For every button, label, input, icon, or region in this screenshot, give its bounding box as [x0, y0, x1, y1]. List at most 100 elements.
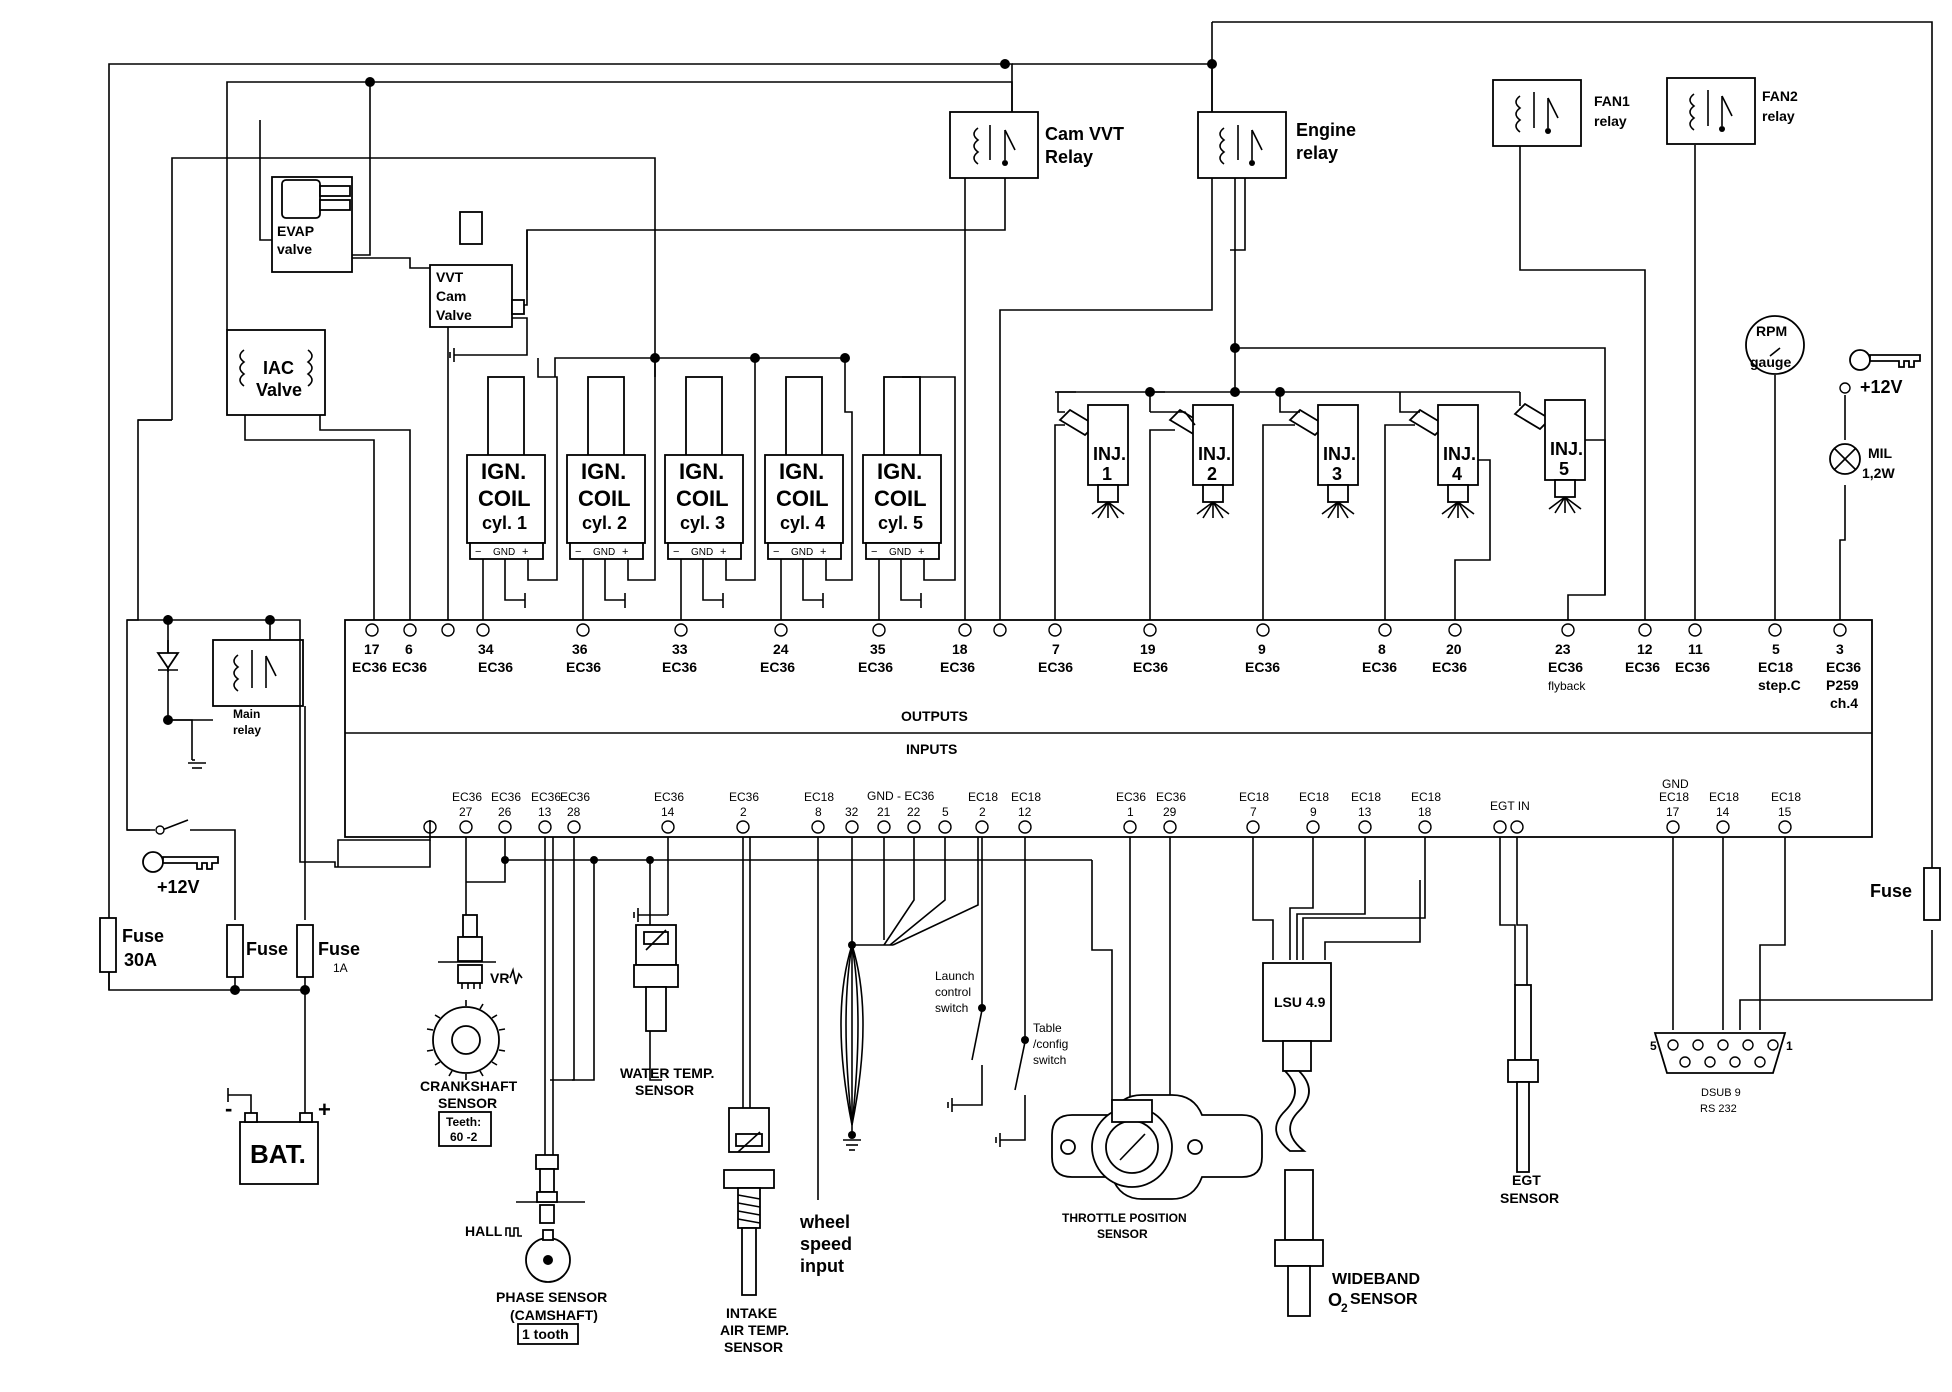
wideband-label-1: WIDEBAND	[1332, 1271, 1420, 1288]
injector-3: INJ. 3	[1262, 392, 1359, 622]
input-pin-connector: EC36	[491, 790, 521, 804]
injector-5: INJ. 5	[1513, 392, 1606, 622]
output-pin-23	[1561, 623, 1575, 637]
input-pin	[1123, 820, 1137, 834]
injector-2: INJ. 2	[1149, 391, 1234, 622]
input-pin-connector: EC18	[1771, 790, 1801, 804]
fuse-1a-label-2: 1A	[333, 961, 348, 975]
coil-5-l2: COIL	[874, 486, 927, 511]
wideband-label-3: SENSOR	[1350, 1291, 1418, 1308]
output-pin-connector: EC36	[392, 659, 427, 675]
input-pin	[1493, 820, 1507, 834]
output-pin-note: P259	[1826, 677, 1859, 693]
input-pin-number: 12	[1018, 805, 1032, 819]
input-pin-number: 7	[1250, 805, 1257, 819]
output-pin-17	[365, 623, 379, 637]
phase-sensor: HALL PHASE SENSOR (CAMSHAFT) 1 tooth	[465, 1154, 607, 1345]
input-pin-connector: EC36	[560, 790, 590, 804]
input-pin	[498, 820, 512, 834]
table-label-3: switch	[1033, 1053, 1066, 1067]
input-pin	[459, 820, 473, 834]
coil-2-l2: COIL	[578, 486, 631, 511]
input-pin	[907, 820, 921, 834]
inj-4-l1: INJ.	[1443, 444, 1476, 464]
twisted-pair	[840, 941, 864, 1151]
output-pin-connector: EC36	[1133, 659, 1168, 675]
battery-minus: -	[225, 1096, 232, 1121]
input-pin-number: 18	[1418, 805, 1432, 819]
input-pin	[1778, 820, 1792, 834]
input-pin	[1018, 820, 1032, 834]
water-temp-label-2: SENSOR	[635, 1082, 694, 1098]
coil-1-minus: −	[475, 546, 481, 558]
dsub-pin1: 1	[1786, 1039, 1793, 1053]
throttle-position-sensor: THROTTLE POSITION SENSOR	[1051, 1094, 1263, 1241]
inj-1-l1: INJ.	[1093, 444, 1126, 464]
input-pin	[736, 820, 750, 834]
output-pin-number: 17	[364, 641, 380, 657]
top-junctions	[365, 59, 1285, 397]
input-pin	[877, 820, 891, 834]
input-pin	[661, 820, 675, 834]
input-pin	[811, 820, 825, 834]
output-pin-number: 19	[1140, 641, 1156, 657]
output-pin-number: 33	[672, 641, 688, 657]
fuses: Fuse 30A Fuse Fuse 1A Fuse	[99, 867, 1941, 1115]
vr-label: VR	[490, 970, 509, 986]
output-pin-5	[1768, 623, 1782, 637]
output-pin-34	[476, 623, 490, 637]
crank-teeth-1: Teeth:	[446, 1115, 481, 1129]
input-pin-connector: EC18	[1411, 790, 1441, 804]
output-pin-note: flyback	[1548, 679, 1586, 693]
output-pin-18	[958, 623, 972, 637]
crank-label-1: CRANKSHAFT	[420, 1078, 518, 1094]
input-pin-connector: EC18	[1351, 790, 1381, 804]
input-pin-number: 22	[907, 805, 921, 819]
input-pin	[538, 820, 552, 834]
wheel-label-2: speed	[800, 1234, 852, 1254]
coil-1-l3: cyl. 1	[482, 513, 527, 533]
egt-in-label: EGT IN	[1490, 799, 1530, 813]
injector-1: INJ. 1	[1054, 391, 1129, 622]
wheel-label-3: input	[800, 1256, 844, 1276]
mil-lamp: MIL 1,2W	[1829, 443, 1895, 481]
inj-5-l2: 5	[1559, 459, 1569, 479]
phase-label-2: (CAMSHAFT)	[510, 1307, 598, 1323]
fuse-right-label: Fuse	[1870, 881, 1912, 901]
input-pin-connector: EC36	[452, 790, 482, 804]
power-section	[126, 419, 431, 920]
iat-label-1: INTAKE	[726, 1305, 777, 1321]
phase-label-1: PHASE SENSOR	[496, 1289, 607, 1305]
main-relay: Main relay	[212, 639, 304, 737]
battery-label: BAT.	[250, 1139, 306, 1169]
input-pin-number: 17	[1666, 805, 1680, 819]
input-pin	[1358, 820, 1372, 834]
coil-3-gnd: GND	[691, 547, 713, 558]
dsub9-connector: 5 1 DSUB 9 RS 232	[1650, 1032, 1793, 1115]
input-pin-number: 8	[815, 805, 822, 819]
input-pin-connector: EC36	[531, 790, 561, 804]
output-pin-number: 20	[1446, 641, 1462, 657]
egt-label-2: SENSOR	[1500, 1190, 1559, 1206]
evap-label-2: valve	[277, 241, 312, 257]
cam-vvt-relay-label-1: Cam VVT	[1045, 124, 1124, 144]
wideband-label-o: O	[1328, 1290, 1342, 1310]
coil-4-l3: cyl. 4	[780, 513, 825, 533]
rpm-label-2: gauge	[1750, 354, 1791, 370]
table-label-2: /config	[1033, 1037, 1068, 1051]
input-pin-connector: EC36	[1156, 790, 1186, 804]
fan1-relay: FAN1 relay	[1492, 79, 1630, 147]
cam-vvt-relay-label-2: Relay	[1045, 147, 1093, 167]
ignition-coils: IGN. COIL cyl. 1 − GND + IGN. COIL cyl. …	[466, 357, 956, 622]
phase-tooth: 1 tooth	[522, 1326, 569, 1342]
input-pin-number: 2	[979, 805, 986, 819]
engine-relay: Engine relay	[1197, 111, 1356, 179]
coil-4-plus: +	[820, 546, 826, 558]
top-wiring	[108, 21, 1933, 1001]
output-pin-8	[1378, 623, 1392, 637]
input-pin-number: 2	[740, 805, 747, 819]
coil-4-gnd: GND	[791, 547, 813, 558]
dsub-gnd-label: GND	[1662, 777, 1689, 791]
output-pin-12	[1638, 623, 1652, 637]
